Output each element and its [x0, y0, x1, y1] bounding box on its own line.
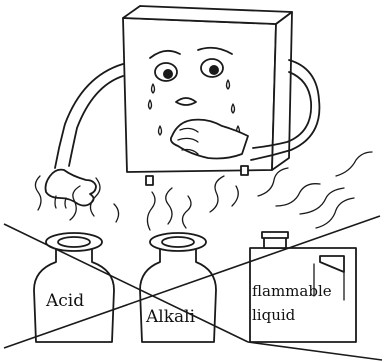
acid-label: Acid	[45, 291, 84, 311]
alkali-label: Alkali	[145, 307, 196, 327]
acid-bottle: Acid	[33, 232, 115, 343]
flammable-label-line2: liquid	[252, 306, 296, 324]
flammable-label-line1: flammable	[252, 282, 332, 300]
alkali-bottle: Alkali	[139, 232, 217, 343]
fumes	[34, 151, 373, 231]
prohibition-cross	[3, 215, 383, 361]
flammable-liquid-can: flammable liquid	[249, 231, 357, 343]
crying-box-character	[44, 5, 321, 209]
